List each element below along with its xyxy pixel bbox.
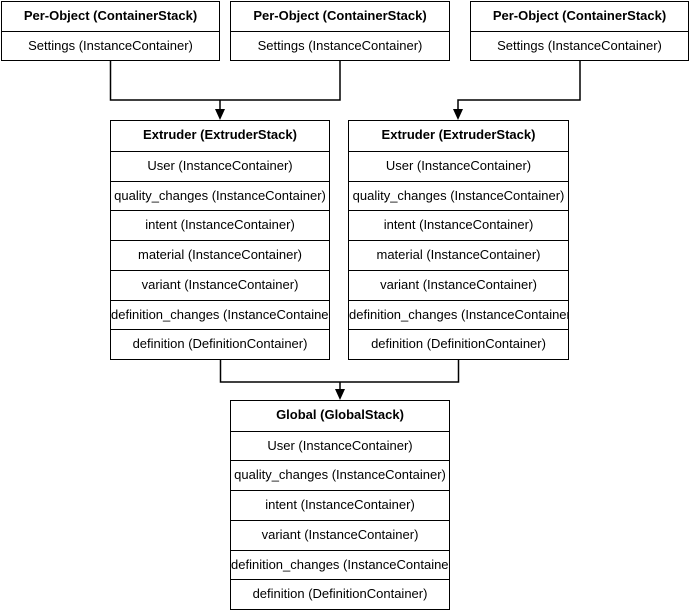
node-row: definition (DefinitionContainer) <box>231 579 449 610</box>
node-row: Settings (InstanceContainer) <box>471 30 688 60</box>
edge-extruder-2-to-global <box>340 360 460 383</box>
node-row: Settings (InstanceContainer) <box>2 30 219 60</box>
node-row: intent (InstanceContainer) <box>349 210 568 240</box>
node-row: variant (InstanceContainer) <box>231 519 449 550</box>
node-per-object-1[interactable]: Per-Object (ContainerStack) Settings (In… <box>1 1 220 61</box>
node-row: intent (InstanceContainer) <box>111 210 329 240</box>
node-header: Extruder (ExtruderStack) <box>349 121 568 151</box>
node-row: material (InstanceContainer) <box>349 240 568 270</box>
node-row: definition_changes (InstanceContainer) <box>349 299 568 330</box>
node-row: variant (InstanceContainer) <box>349 269 568 300</box>
node-row: intent (InstanceContainer) <box>231 490 449 520</box>
node-extruder-2[interactable]: Extruder (ExtruderStack) User (InstanceC… <box>348 120 569 360</box>
node-per-object-2[interactable]: Per-Object (ContainerStack) Settings (In… <box>230 1 450 61</box>
node-header: Per-Object (ContainerStack) <box>471 2 688 31</box>
node-row: Settings (InstanceContainer) <box>231 30 449 60</box>
node-row: material (InstanceContainer) <box>111 240 329 270</box>
node-row: User (InstanceContainer) <box>111 150 329 181</box>
node-extruder-1[interactable]: Extruder (ExtruderStack) User (InstanceC… <box>110 120 330 360</box>
edge-per-object-1-to-extruder-1 <box>109 61 220 101</box>
node-row: definition (DefinitionContainer) <box>349 329 568 359</box>
node-row: quality_changes (InstanceContainer) <box>231 460 449 491</box>
node-row: definition (DefinitionContainer) <box>111 329 329 359</box>
node-header: Per-Object (ContainerStack) <box>2 2 219 31</box>
node-per-object-3[interactable]: Per-Object (ContainerStack) Settings (In… <box>470 1 689 61</box>
node-row: definition_changes (InstanceContainer) <box>231 549 449 580</box>
node-row: quality_changes (InstanceContainer) <box>349 180 568 211</box>
arrowhead-extruder-1 <box>215 109 225 120</box>
arrowhead-extruder-2 <box>453 109 463 120</box>
edge-per-object-2-to-extruder-1 <box>220 61 341 101</box>
node-row: definition_changes (InstanceContainer) <box>111 299 329 330</box>
node-header: Per-Object (ContainerStack) <box>231 2 449 31</box>
node-row: variant (InstanceContainer) <box>111 269 329 300</box>
node-global[interactable]: Global (GlobalStack) User (InstanceConta… <box>230 400 450 610</box>
edge-extruder-1-to-global <box>219 360 340 383</box>
node-row: User (InstanceContainer) <box>349 150 568 181</box>
node-header: Global (GlobalStack) <box>231 401 449 431</box>
arrowhead-global <box>335 389 345 400</box>
edge-per-object-3-to-extruder-2 <box>457 61 581 114</box>
node-row: User (InstanceContainer) <box>231 430 449 461</box>
node-header: Extruder (ExtruderStack) <box>111 121 329 151</box>
node-row: quality_changes (InstanceContainer) <box>111 180 329 211</box>
